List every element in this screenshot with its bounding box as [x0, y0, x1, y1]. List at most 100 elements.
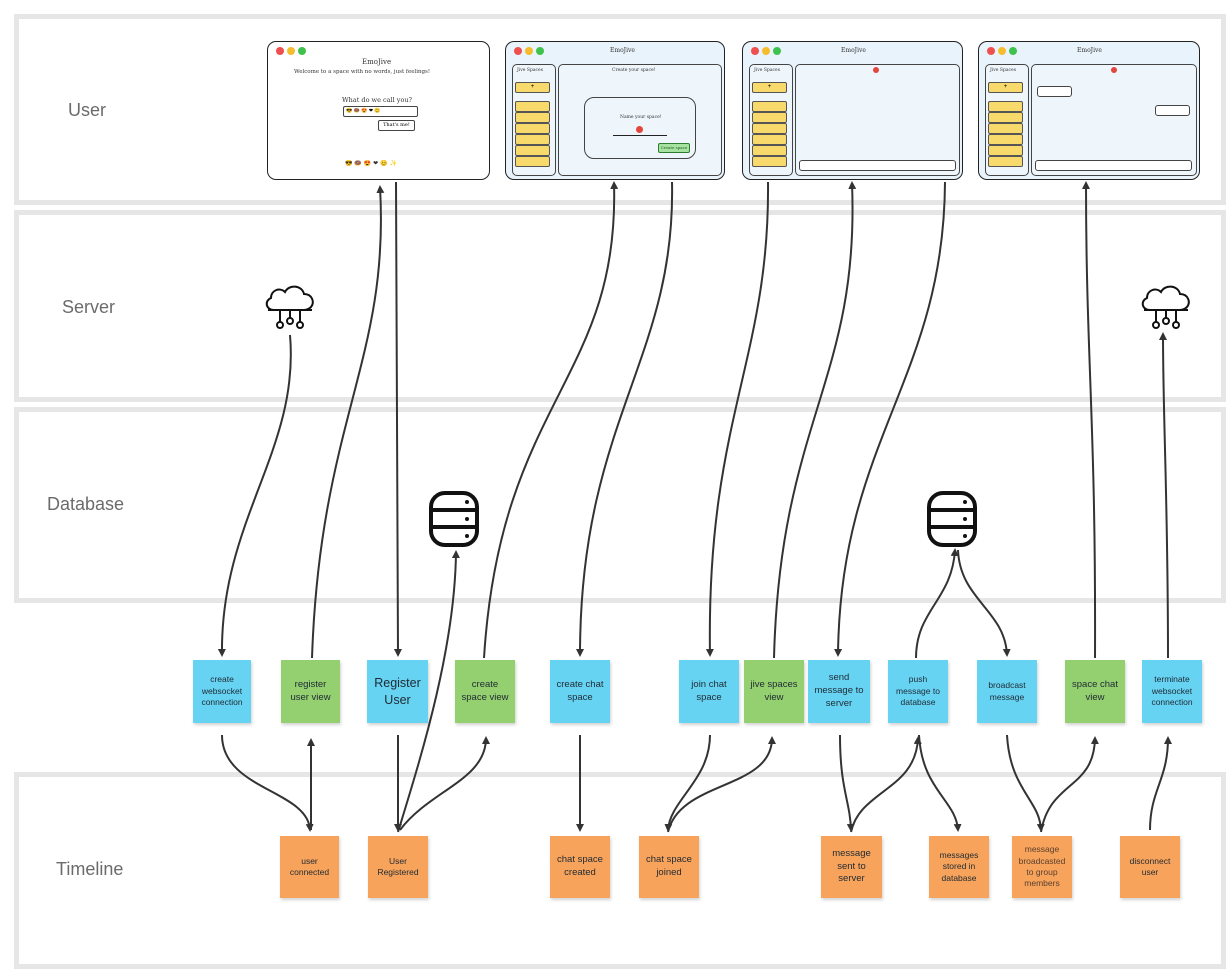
sidebar-label: Jive Spaces [754, 68, 781, 73]
space-item[interactable] [515, 123, 550, 134]
screen-register-question: What do we call you? [342, 96, 413, 104]
add-space-button[interactable]: + [988, 82, 1023, 93]
screen-create-space-title: EmoJive [610, 47, 635, 54]
screen-create-space: EmoJive Jive Spaces + Create your space!… [505, 41, 725, 180]
sidebar-label: Jive Spaces [517, 68, 544, 73]
space-item[interactable] [515, 101, 550, 112]
arrow-registered-to-database [397, 550, 460, 833]
modal-label: Name your space! [620, 115, 662, 120]
lane-server [14, 210, 1226, 402]
arrow-push-to-database [915, 548, 959, 659]
arrow-screen-to-register-user [393, 181, 402, 657]
note-create-space-view: create space view [455, 660, 515, 723]
arrow-registered-to-create-space-view [399, 736, 490, 831]
space-item[interactable] [752, 112, 787, 123]
database-icon [927, 491, 977, 547]
window-controls [751, 47, 781, 55]
arrow-joined-to-jive-view [667, 736, 776, 833]
note-jive-spaces-view: jive spaces view [744, 660, 804, 723]
message-input[interactable] [799, 160, 956, 171]
space-name-input[interactable] [613, 135, 667, 136]
arrow-space-chat-view-to-screen [1082, 181, 1097, 659]
space-item[interactable] [752, 156, 787, 167]
note-register-user: Register User [367, 660, 428, 723]
arrow-screen-to-join-chat-space [705, 181, 770, 657]
space-item[interactable] [752, 123, 787, 134]
arrow-join-to-joined [664, 734, 711, 832]
note-user-connected: user connected [280, 836, 339, 898]
screen-register: EmoJive Welcome to a space with no words… [267, 41, 490, 180]
arrow-push-to-stored [918, 734, 962, 832]
note-terminate-websocket: terminate websocket connection [1142, 660, 1202, 723]
main-panel-heading: Create your space! [612, 68, 656, 73]
note-push-message: push message to database [888, 660, 948, 723]
arrow-broadcast-to-broadcasted [1006, 734, 1045, 832]
space-item[interactable] [988, 145, 1023, 156]
note-message-sent: message sent to server [821, 836, 882, 898]
screen-chat-view: EmoJive Jive Spaces + [978, 41, 1200, 180]
cloud-network-icon [265, 285, 314, 329]
space-item[interactable] [752, 145, 787, 156]
space-item[interactable] [988, 156, 1023, 167]
cloud-network-icon [1141, 285, 1190, 329]
note-register-user-view: register user view [281, 660, 340, 723]
note-space-chat-view: space chat view [1065, 660, 1125, 723]
space-item[interactable] [515, 112, 550, 123]
message-input[interactable] [1035, 160, 1192, 171]
note-create-chat-space: create chat space [550, 660, 610, 723]
screen-chat-space: EmoJive Jive Spaces + [742, 41, 963, 180]
window-controls [276, 47, 306, 55]
arrow-disconnect-to-terminate [1149, 736, 1172, 831]
emoji-picker-icon[interactable] [636, 126, 643, 133]
lane-label-timeline: Timeline [56, 859, 124, 879]
space-item[interactable] [988, 134, 1023, 145]
window-controls [987, 47, 1017, 55]
note-send-message: send message to server [808, 660, 870, 723]
space-item[interactable] [752, 101, 787, 112]
note-messages-stored: messages stored in database [929, 836, 989, 898]
space-item[interactable] [515, 156, 550, 167]
emoji-name-input[interactable]: 😎 🍩 😍 ❤ 😊 [343, 106, 418, 117]
arrow-broadcasted-to-space-chat-view [1040, 736, 1099, 833]
window-controls [514, 47, 544, 55]
add-space-button[interactable]: + [752, 82, 787, 93]
note-chat-space-created: chat space created [550, 836, 610, 898]
arrow-screen-to-create-chat-space [576, 181, 674, 657]
thats-me-button[interactable]: That's me! [378, 120, 415, 131]
note-disconnect-user: disconnect user [1120, 836, 1180, 898]
arrow-create-space-view-to-screen [483, 181, 619, 659]
screen-register-welcome: Welcome to a space with no words, just f… [294, 69, 431, 75]
space-item[interactable] [988, 101, 1023, 112]
main-panel [795, 64, 960, 176]
outgoing-message-bubble [1155, 105, 1190, 116]
arrow-create-websocket-to-user-connected [221, 734, 314, 832]
create-space-button[interactable]: Create space [658, 143, 690, 153]
arrow-screen-to-send-message [834, 181, 946, 657]
note-broadcast-message: broadcast message [977, 660, 1037, 723]
screen-chat-view-title: EmoJive [1077, 47, 1102, 54]
note-join-chat-space: join chat space [679, 660, 739, 723]
screen-register-title: EmoJive [362, 58, 392, 66]
space-item[interactable] [515, 134, 550, 145]
space-item[interactable] [752, 134, 787, 145]
space-emoji-icon [873, 67, 879, 73]
arrow-jive-spaces-view-to-screen [773, 181, 857, 659]
note-user-registered: User Registered [368, 836, 428, 898]
add-space-button[interactable]: + [515, 82, 550, 93]
lane-label-database: Database [47, 494, 125, 514]
arrow-cloud-to-create-websocket [217, 334, 292, 657]
main-panel [1031, 64, 1197, 176]
space-emoji-icon [1111, 67, 1117, 73]
screen-chat-space-title: EmoJive [841, 47, 866, 54]
sidebar-label: Jive Spaces [990, 68, 1017, 73]
incoming-message-bubble [1037, 86, 1072, 97]
space-item[interactable] [988, 112, 1023, 123]
arrow-send-to-sent [839, 734, 855, 832]
note-chat-space-joined: chat space joined [639, 836, 699, 898]
note-message-broadcasted: message broadcasted to group members [1012, 836, 1072, 898]
arrow-sent-to-push [850, 736, 922, 833]
screen-register-footer: 😎 🍩 😍 ❤ 😊 ✨ [345, 160, 397, 167]
space-item[interactable] [515, 145, 550, 156]
space-item[interactable] [988, 123, 1023, 134]
